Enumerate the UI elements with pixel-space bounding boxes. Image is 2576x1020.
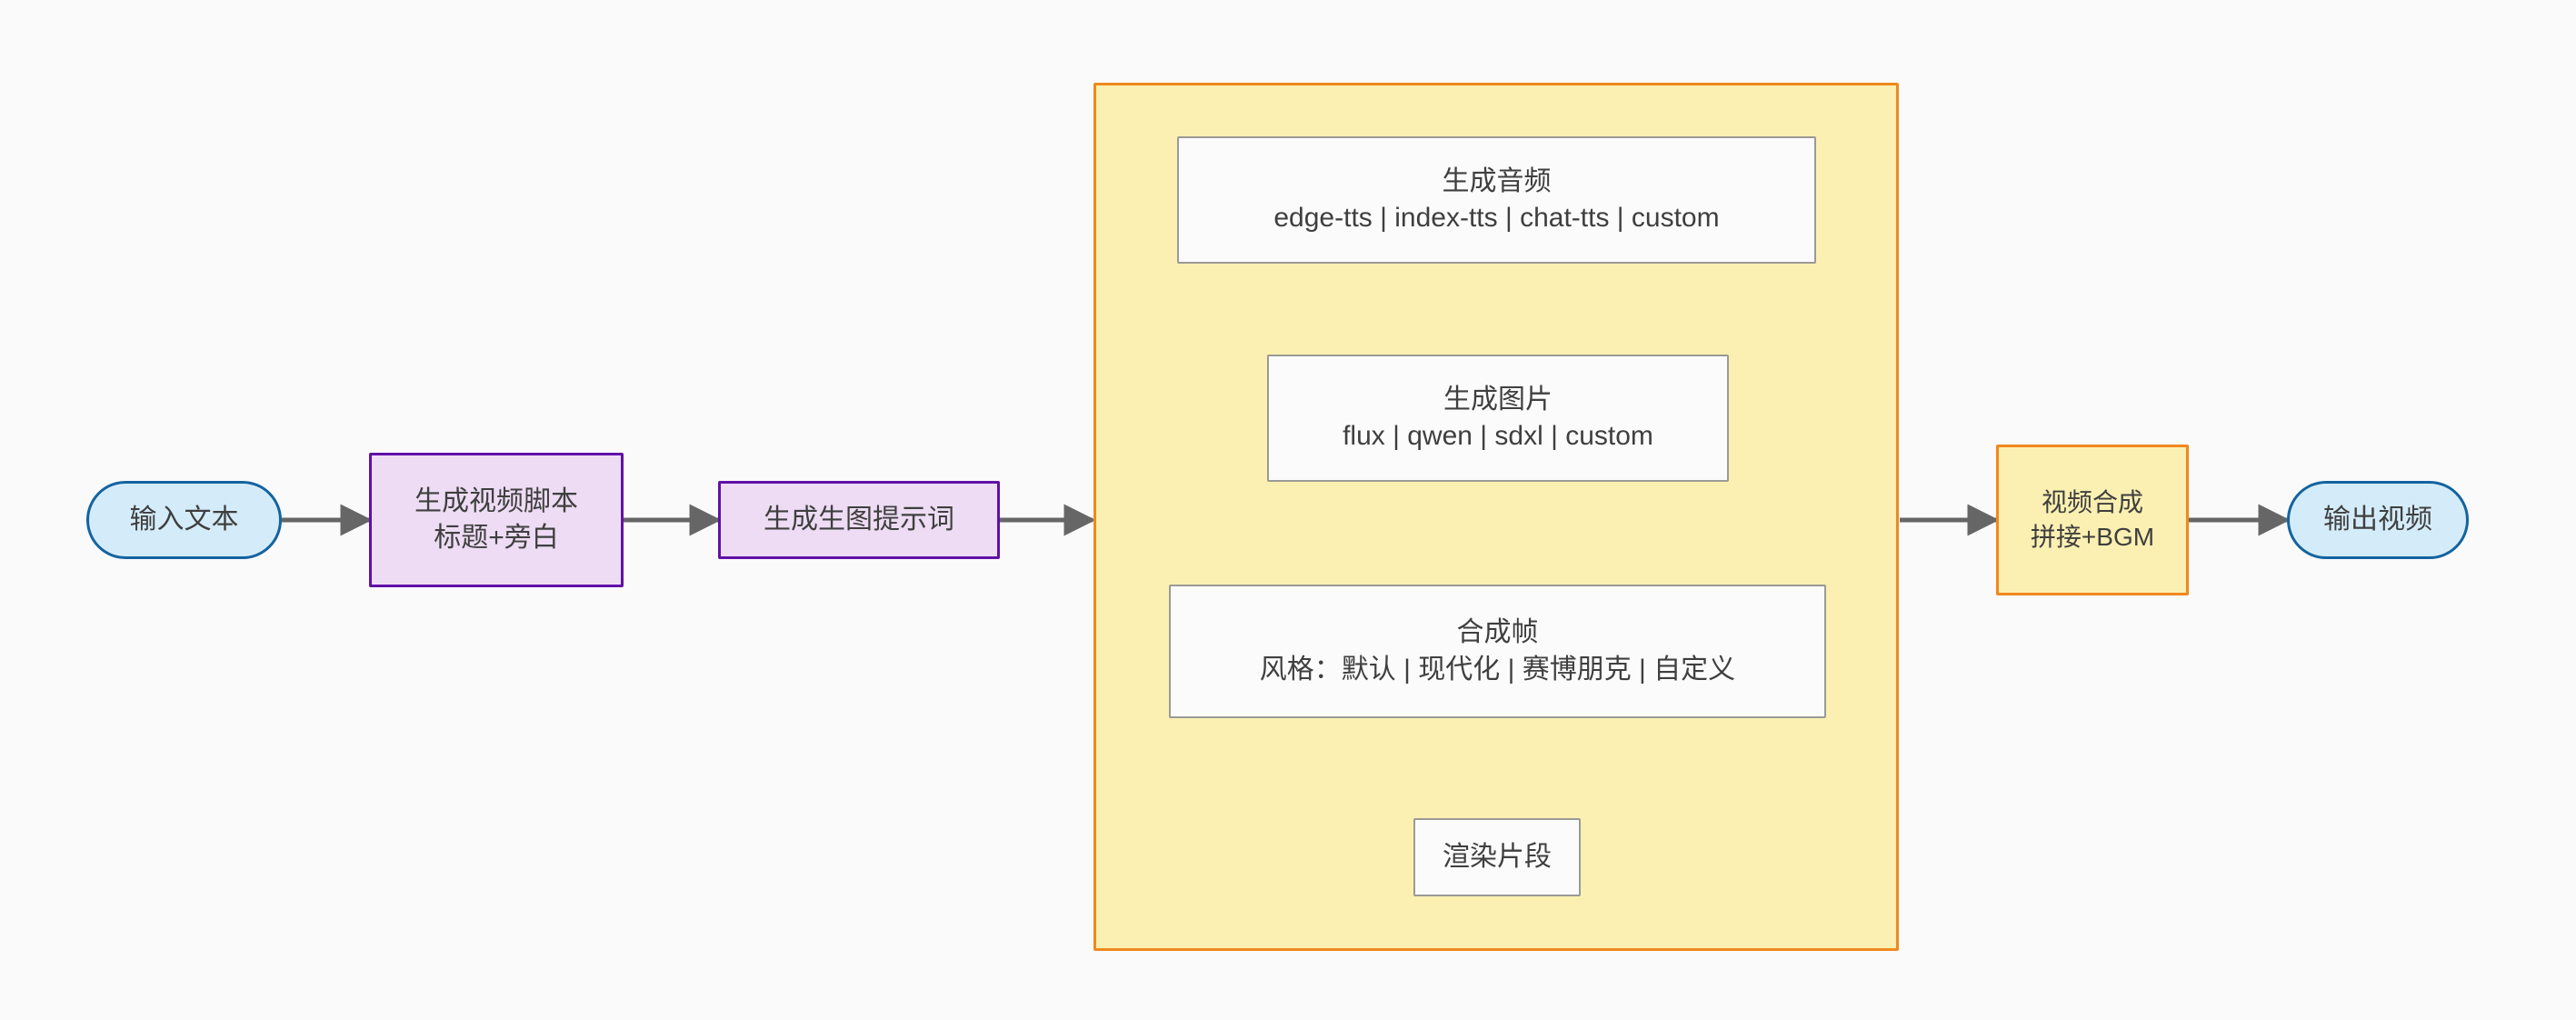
node-generate-audio-engines: edge-tts | index-tts | chat-tts | custom — [1273, 203, 1720, 233]
node-render-segment[interactable]: 渲染片段 — [1413, 818, 1581, 896]
node-output-video[interactable]: 输出视频 — [2287, 481, 2469, 559]
node-input-text-label: 输入文本 — [129, 504, 239, 535]
node-generate-script[interactable]: 生成视频脚本 标题+旁白 — [369, 453, 624, 587]
node-generate-script-line1: 生成视频脚本 — [414, 485, 578, 516]
node-generate-script-line2: 标题+旁白 — [434, 523, 559, 553]
node-compose-frame-styles: 风格：默认 | 现代化 | 赛博朋克 | 自定义 — [1259, 654, 1736, 685]
node-generate-image-models: flux | qwen | sdxl | custom — [1343, 421, 1653, 451]
node-video-compose[interactable]: 视频合成 拼接+BGM — [1996, 445, 2189, 595]
node-output-video-label: 输出视频 — [2323, 504, 2432, 535]
node-compose-frame[interactable]: 合成帧 风格：默认 | 现代化 | 赛博朋克 | 自定义 — [1169, 585, 1826, 718]
node-generate-audio-title: 生成音频 — [1442, 165, 1552, 196]
node-render-segment-label: 渲染片段 — [1443, 841, 1552, 872]
node-video-compose-line1: 视频合成 — [2041, 488, 2143, 517]
node-generate-image[interactable]: 生成图片 flux | qwen | sdxl | custom — [1267, 355, 1729, 482]
node-generate-image-title: 生成图片 — [1443, 384, 1553, 415]
node-compose-frame-title: 合成帧 — [1456, 617, 1539, 648]
node-video-compose-line2: 拼接+BGM — [2030, 523, 2155, 551]
node-input-text[interactable]: 输入文本 — [86, 481, 282, 559]
node-generate-image-prompt-label: 生成生图提示词 — [764, 504, 954, 535]
node-generate-audio[interactable]: 生成音频 edge-tts | index-tts | chat-tts | c… — [1177, 136, 1816, 264]
node-generate-image-prompt[interactable]: 生成生图提示词 — [718, 481, 1000, 559]
